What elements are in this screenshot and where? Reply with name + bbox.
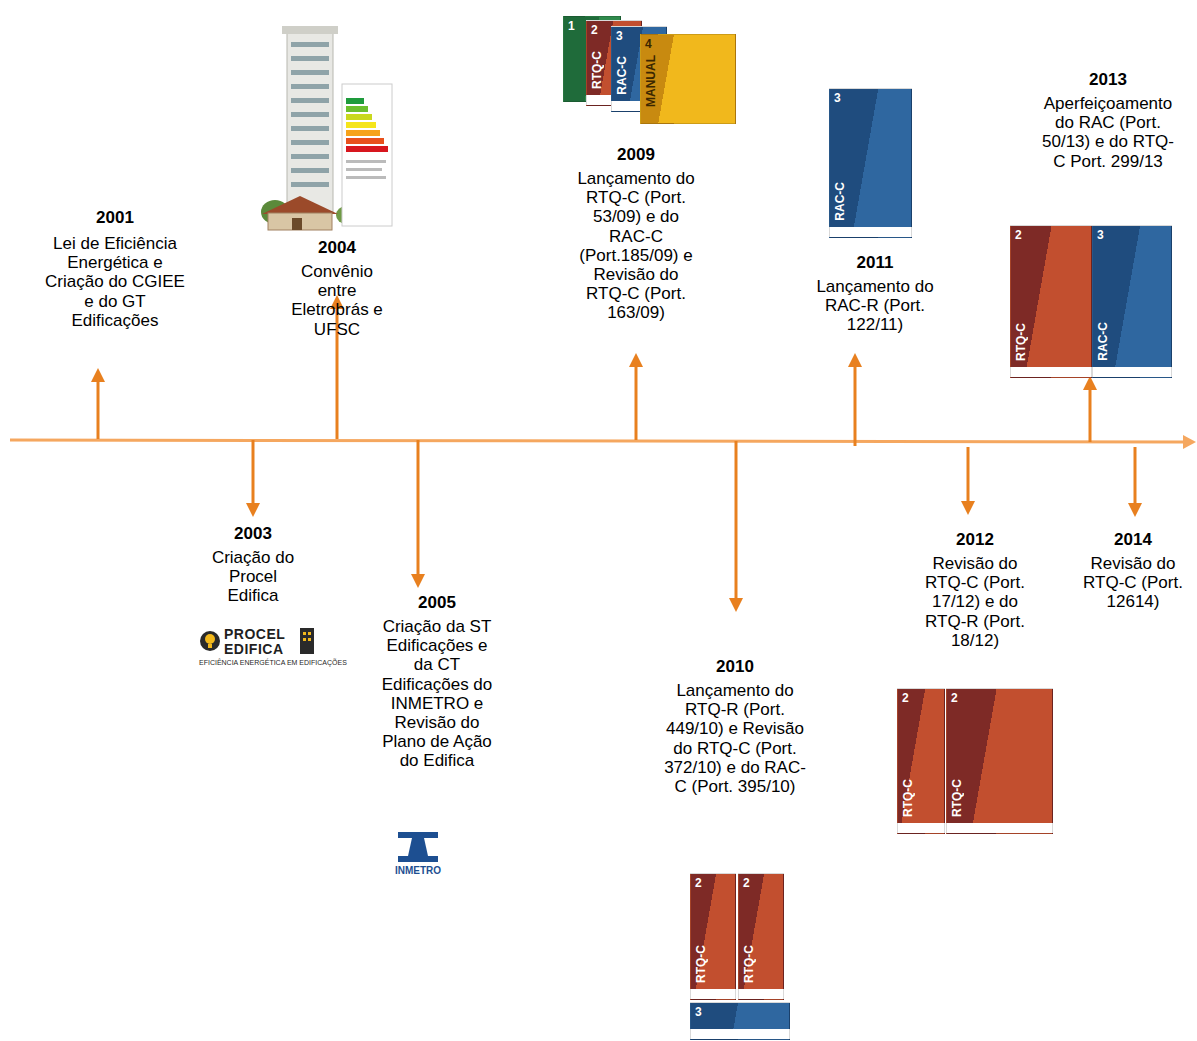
year-label: 2010 [716, 657, 754, 676]
report-cover: 3RAC-C [829, 88, 912, 238]
year-label: 2005 [418, 593, 456, 612]
event-description: Lançamento do RTQ-C (Port. 53/09) e do R… [573, 169, 699, 323]
report-cover: 2RTQ-C [1010, 225, 1092, 378]
logo-text: INMETRO [395, 866, 441, 876]
cover-title: RAC-C [616, 56, 628, 95]
year-label: 2014 [1114, 530, 1152, 549]
report-cover: 3 [690, 1002, 790, 1040]
volume-number: 1 [568, 20, 575, 32]
report-cover: 2RTQ-C [738, 873, 784, 1000]
cover-title: RAC-C [834, 182, 846, 221]
volume-number: 2 [591, 24, 598, 36]
volume-number: 2 [743, 877, 750, 889]
cover-title: RTQ-C [1015, 323, 1027, 361]
event-description: Aperfeiçoamento do RAC (Port. 50/13) e d… [1038, 94, 1178, 171]
logo-tagline: EFICIÊNCIA ENERGÉTICA EM EDIFICAÇÕES [199, 659, 347, 666]
report-cover: 3RAC-C [1092, 225, 1172, 378]
logo-text: PROCEL [224, 627, 285, 641]
cover-title: RTQ-C [591, 51, 603, 89]
volume-number: 4 [645, 38, 652, 50]
axis-arrowhead [1183, 435, 1196, 449]
cover-title: RTQ-C [695, 945, 707, 983]
volume-number: 2 [1015, 229, 1022, 241]
cover-title: RTQ-C [743, 945, 755, 983]
cover-title: RTQ-C [951, 779, 963, 817]
volume-number: 2 [902, 692, 909, 704]
volume-number: 2 [951, 692, 958, 704]
cover-title: RTQ-C [902, 779, 914, 817]
year-label: 2001 [96, 208, 134, 227]
report-cover: 4MANUAL [640, 34, 736, 124]
event-description: Revisão do RTQ-C (Port. 17/12) e do RTQ-… [917, 554, 1033, 650]
report-cover: 2RTQ-C [897, 688, 945, 834]
volume-number: 3 [695, 1006, 702, 1018]
year-label: 2003 [234, 524, 272, 543]
event-description: Lançamento do RAC-R (Port. 122/11) [815, 277, 935, 335]
inmetro-logo [398, 832, 438, 862]
event-description: Criação do Procel Edifica [205, 548, 301, 606]
report-cover: 2RTQ-C [946, 688, 1053, 834]
event-description: Revisão do RTQ-C (Port. 12614) [1078, 554, 1188, 612]
event-description: Lei de Eficiência Energética e Criação d… [44, 234, 186, 330]
cover-title: RAC-C [1097, 322, 1109, 361]
year-label: 2009 [617, 145, 655, 164]
report-cover: 2RTQ-C [690, 873, 736, 1000]
volume-number: 3 [1097, 229, 1104, 241]
event-description: Convênio entre Eletrobrás e UFSC [286, 262, 388, 339]
cover-title: MANUAL [645, 55, 657, 107]
year-label: 2004 [318, 238, 356, 257]
volume-number: 3 [616, 30, 623, 42]
event-description: Lançamento do RTQ-R (Port. 449/10) e Rev… [661, 681, 809, 796]
volume-number: 2 [695, 877, 702, 889]
year-label: 2012 [956, 530, 994, 549]
volume-number: 3 [834, 92, 841, 104]
year-label: 2011 [857, 253, 894, 272]
event-description: Criação da ST Edificações e da CT Edific… [378, 617, 496, 771]
year-label: 2013 [1089, 70, 1127, 89]
timeline-axis [10, 440, 1183, 442]
building-illustration [261, 26, 392, 230]
logo-text: EDIFICA [224, 642, 284, 656]
